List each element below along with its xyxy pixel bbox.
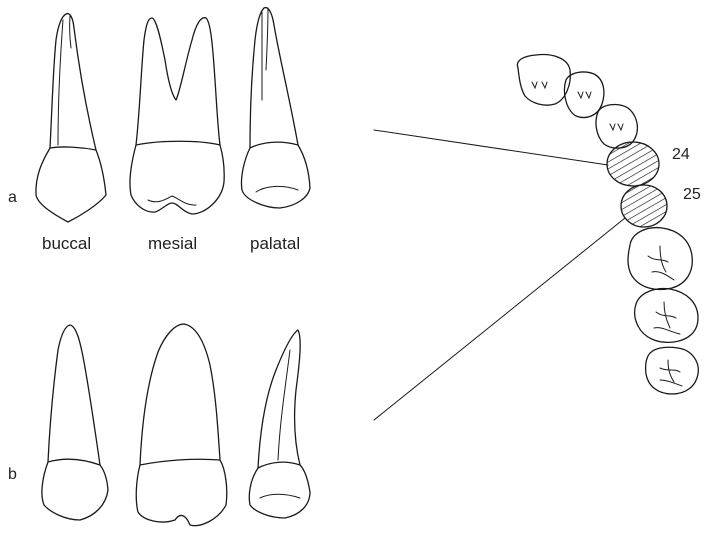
arch-tooth-24: [607, 142, 659, 186]
tooth-number-25: 25: [683, 186, 701, 204]
tooth-b-mesial: [136, 324, 226, 526]
arch-anterior-teeth: [517, 55, 637, 149]
connector-lines: [374, 130, 625, 420]
arch-molar-2: [635, 289, 698, 343]
row-label-b: b: [8, 466, 17, 484]
tooth-a-mesial: [130, 18, 224, 214]
tooth-a-palatal: [241, 8, 310, 208]
view-label-mesial: mesial: [148, 234, 197, 254]
tooth-b-palatal: [249, 330, 310, 518]
arch-molar-3: [646, 347, 699, 394]
arch-molar-1: [628, 228, 692, 290]
tooth-b-buccal: [42, 325, 108, 520]
tooth-a-buccal: [36, 14, 106, 222]
arch-tooth-25: [621, 185, 667, 227]
view-label-buccal: buccal: [42, 234, 91, 254]
tooth-number-24: 24: [672, 146, 690, 164]
view-label-palatal: palatal: [250, 234, 300, 254]
row-label-a: a: [8, 189, 17, 207]
